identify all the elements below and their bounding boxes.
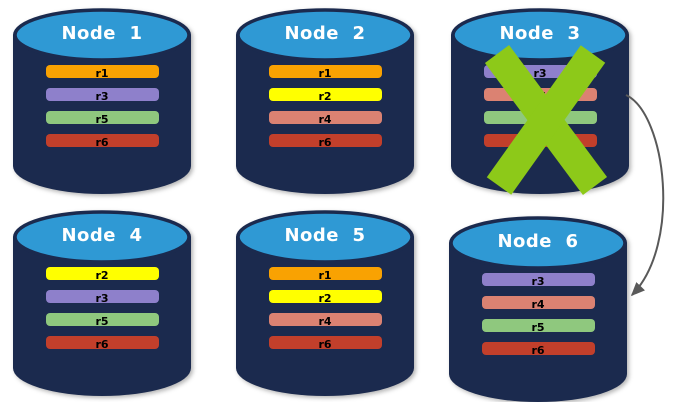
replica-label: r5 [95, 315, 109, 328]
replica-label: r3 [95, 90, 109, 103]
replica-bar: r1 [45, 65, 159, 80]
replica-bar: r3 [481, 273, 595, 288]
replica-label: r1 [318, 269, 332, 282]
replica-bar: r3 [45, 290, 159, 305]
db-node-1: Node 1 r1 r3 r5 r6 [11, 4, 193, 200]
replica-label: r5 [95, 113, 109, 126]
replica-bar: r5 [45, 313, 159, 328]
db-node-6: Node 6 r3 r4 r5 r6 [447, 212, 629, 402]
replica-bar: r2 [268, 290, 382, 305]
replica-label: r1 [318, 67, 332, 80]
database-cylinder-shape [13, 210, 191, 396]
database-cylinder-shape [13, 8, 191, 194]
replica-bar: r6 [268, 134, 382, 149]
replica-bar: r3 [45, 88, 159, 103]
replica-list: r1 r3 r5 r6 [11, 65, 193, 157]
replica-label: r4 [531, 298, 545, 311]
replica-label: r2 [318, 90, 332, 103]
replica-bar: r5 [481, 319, 595, 334]
replica-list: r1 r2 r4 r6 [234, 267, 416, 359]
replica-label: r6 [531, 344, 545, 357]
failure-x-icon [484, 45, 608, 195]
replica-bar: r2 [268, 88, 382, 103]
replica-bar: r4 [481, 296, 595, 311]
replica-bar: r6 [45, 134, 159, 149]
db-node-2: Node 2 r1 r2 r4 r6 [234, 4, 416, 200]
database-cylinder-shape [449, 216, 627, 402]
replica-bar: r4 [268, 313, 382, 328]
replica-label: r6 [318, 136, 332, 149]
replica-label: r5 [531, 321, 545, 334]
replica-label: r2 [95, 269, 109, 282]
replica-label: r4 [318, 113, 332, 126]
replica-bar: r2 [45, 267, 159, 282]
replica-label: r4 [318, 315, 332, 328]
node-title: Node 1 [61, 23, 143, 44]
node-title: Node 4 [61, 225, 143, 246]
replica-label: r6 [318, 338, 332, 351]
replica-bar: r5 [45, 111, 159, 126]
replica-label: r2 [318, 292, 332, 305]
replica-bar: r1 [268, 267, 382, 282]
replica-bar: r1 [268, 65, 382, 80]
node-title: Node 2 [284, 23, 366, 44]
db-node-5: Node 5 r1 r2 r4 r6 [234, 206, 416, 402]
replica-label: r3 [531, 275, 545, 288]
replica-list: r2 r3 r5 r6 [11, 267, 193, 359]
replica-bar: r6 [481, 342, 595, 357]
replica-bar: r6 [268, 336, 382, 351]
replica-label: r3 [533, 67, 547, 80]
replica-list: r1 r2 r4 r6 [234, 65, 416, 157]
db-node-3: Node 3 r3 r4 r5 r6 [449, 4, 631, 200]
node-title: Node 6 [497, 231, 579, 252]
replica-label: r6 [95, 136, 109, 149]
replica-label: r6 [95, 338, 109, 351]
node-title: Node 5 [284, 225, 366, 246]
database-cylinder-shape [236, 8, 414, 194]
replica-bar: r4 [268, 111, 382, 126]
replica-label: r3 [95, 292, 109, 305]
database-cylinder-shape [236, 210, 414, 396]
replica-bar: r6 [45, 336, 159, 351]
node-title: Node 3 [499, 23, 581, 44]
replica-list: r3 r4 r5 r6 [447, 273, 629, 365]
replica-label: r1 [95, 67, 109, 80]
db-node-4: Node 4 r2 r3 r5 r6 [11, 206, 193, 402]
